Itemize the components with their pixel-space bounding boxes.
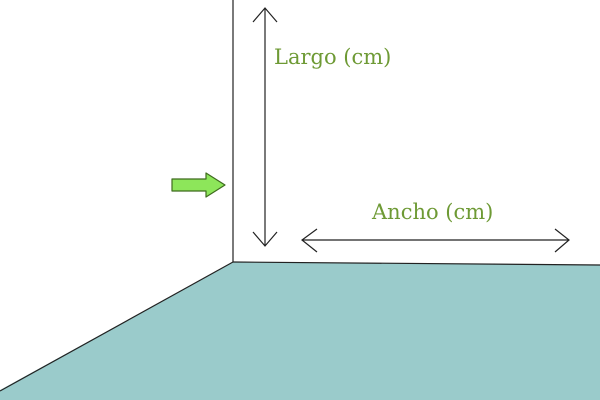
double-arrow-horizontal-icon (301, 228, 570, 253)
arrow-right-icon (171, 172, 226, 198)
double-arrow-vertical-icon (252, 7, 278, 247)
width-label: Ancho (cm) (372, 200, 494, 224)
floor (0, 262, 600, 400)
height-label: Largo (cm) (274, 45, 392, 69)
floor-side-edge (0, 261, 234, 392)
floor-back-edge (232, 261, 600, 266)
